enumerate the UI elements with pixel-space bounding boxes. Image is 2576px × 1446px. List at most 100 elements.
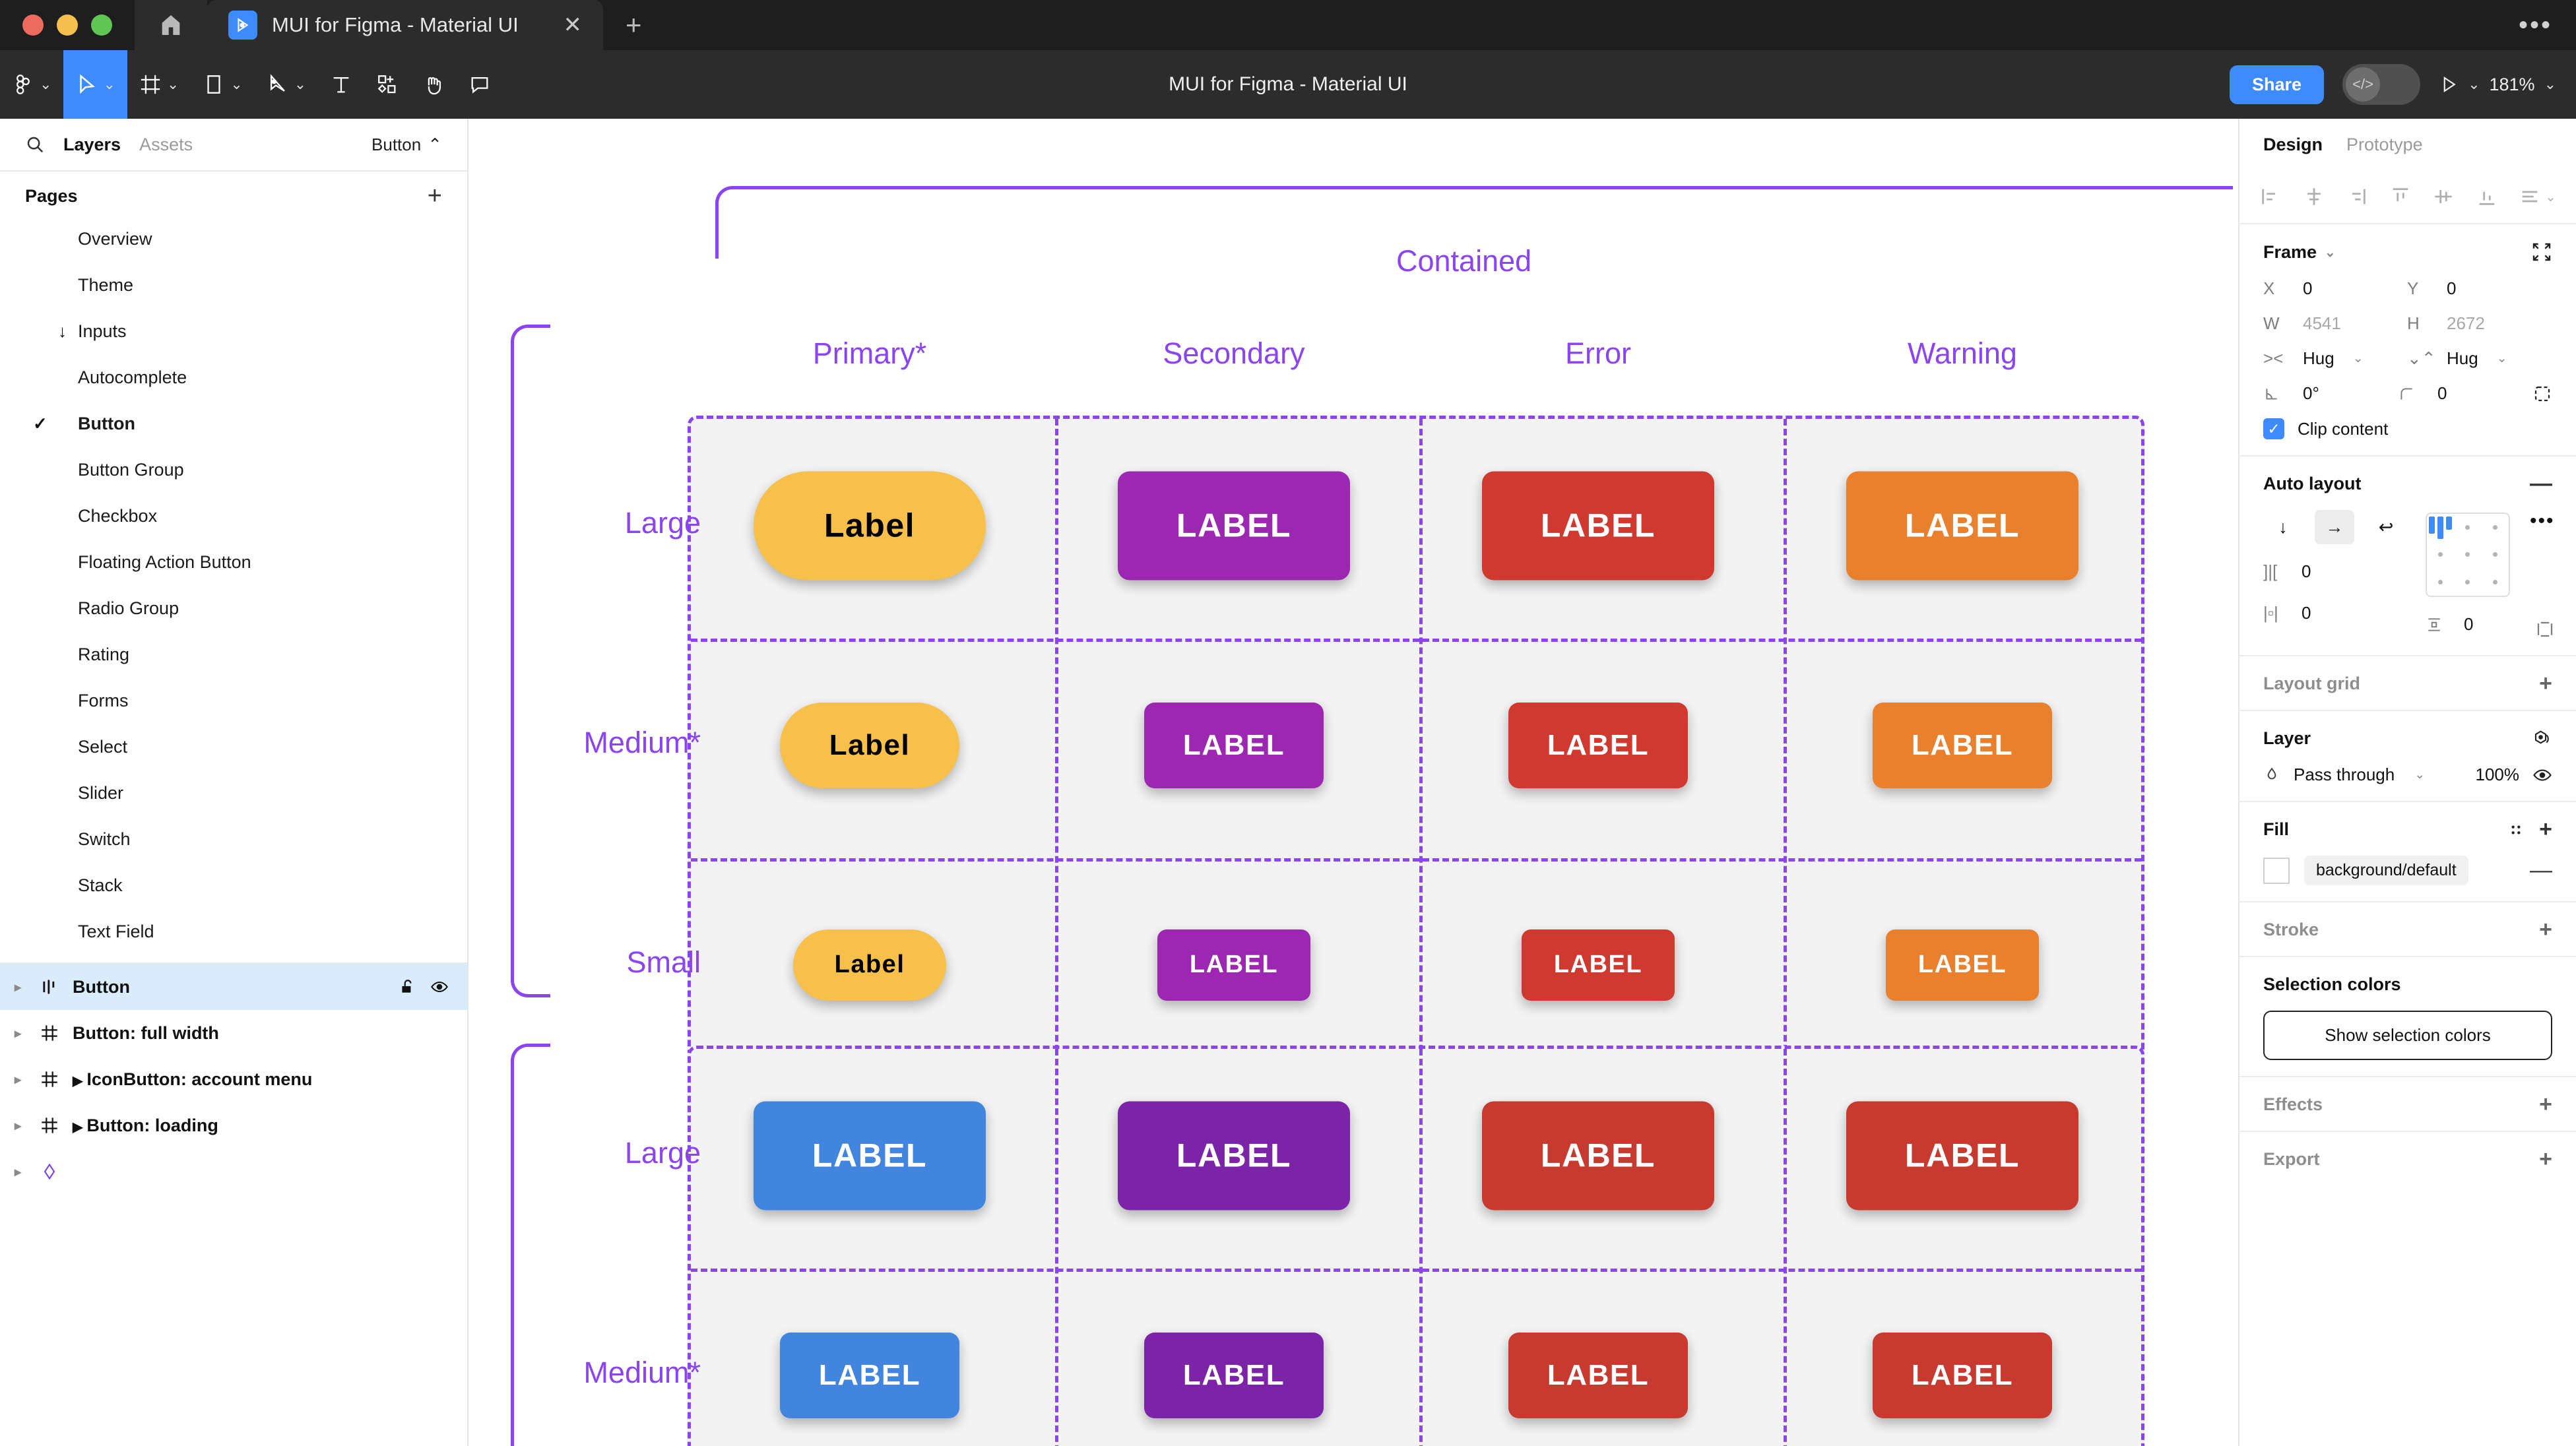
- browser-tab[interactable]: MUI for Figma - Material UI ✕: [207, 0, 603, 50]
- layer-row[interactable]: ▸Button: [0, 964, 467, 1010]
- page-item-forms[interactable]: Forms: [0, 677, 467, 724]
- auto-layout-wrap-icon[interactable]: ↩: [2378, 517, 2394, 537]
- dev-mode-toggle[interactable]: </>: [2342, 64, 2421, 105]
- minimize-window-button[interactable]: [57, 15, 78, 36]
- clip-content-checkbox[interactable]: ✓: [2263, 418, 2284, 439]
- blend-mode-value[interactable]: Pass through: [2294, 765, 2395, 784]
- clip-content-row[interactable]: ✓ Clip content: [2263, 418, 2552, 439]
- component-page-dropdown[interactable]: Button ⌃: [371, 135, 442, 155]
- close-tab-icon[interactable]: ✕: [563, 13, 583, 38]
- layer-disclosure-icon[interactable]: ▸: [14, 980, 22, 995]
- comment-tool-icon[interactable]: [457, 50, 503, 119]
- page-item-inputs[interactable]: ↓Inputs: [0, 308, 467, 354]
- tab-design[interactable]: Design: [2263, 134, 2323, 154]
- present-play-icon[interactable]: [2439, 75, 2459, 94]
- auto-layout-alignment-grid[interactable]: [2426, 513, 2510, 597]
- preview-button[interactable]: Label: [793, 929, 946, 1001]
- pen-tool-icon[interactable]: ⌄: [255, 50, 318, 119]
- unlock-icon[interactable]: [399, 978, 416, 995]
- layer-disclosure-icon[interactable]: ▸: [14, 1072, 22, 1087]
- page-item-theme[interactable]: Theme: [0, 262, 467, 308]
- constraints-icon[interactable]: [2532, 384, 2552, 404]
- page-item-stack[interactable]: Stack: [0, 862, 467, 908]
- preview-button[interactable]: LABEL: [1482, 471, 1714, 580]
- preview-button[interactable]: LABEL: [1873, 702, 2052, 788]
- show-selection-colors-button[interactable]: Show selection colors: [2263, 1011, 2552, 1060]
- frame-x-field[interactable]: X 0: [2263, 278, 2407, 299]
- add-export-button[interactable]: +: [2539, 1147, 2552, 1172]
- add-effect-button[interactable]: +: [2539, 1092, 2552, 1117]
- preview-button[interactable]: LABEL: [1144, 1332, 1324, 1418]
- page-item-checkbox[interactable]: Checkbox: [0, 493, 467, 539]
- preview-button[interactable]: LABEL: [1522, 929, 1675, 1001]
- layer-row[interactable]: ▸: [0, 1148, 467, 1195]
- preview-button[interactable]: LABEL: [754, 1101, 986, 1210]
- frame-hug-width-select[interactable]: >< Hug ⌄: [2263, 348, 2407, 369]
- individual-padding-icon[interactable]: [2535, 619, 2555, 639]
- align-dot[interactable]: [2438, 552, 2443, 557]
- layer-styles-icon[interactable]: [2532, 729, 2552, 749]
- auto-layout-horizontal-icon[interactable]: →: [2315, 510, 2354, 544]
- preview-button[interactable]: Label: [780, 702, 959, 788]
- resources-icon[interactable]: [364, 50, 410, 119]
- layer-disclosure-icon[interactable]: ▸: [14, 1118, 22, 1133]
- search-icon[interactable]: [25, 135, 45, 154]
- text-tool-icon[interactable]: [318, 50, 364, 119]
- figma-menu-icon[interactable]: ⌄: [0, 50, 63, 119]
- zoom-caret-icon[interactable]: ⌄: [2544, 76, 2556, 92]
- preview-button[interactable]: LABEL: [1508, 702, 1688, 788]
- preview-button[interactable]: LABEL: [1508, 1332, 1688, 1418]
- present-caret-icon[interactable]: ⌄: [2468, 76, 2480, 92]
- layer-opacity-value[interactable]: 100%: [2475, 765, 2520, 784]
- layer-expand-triangle-icon[interactable]: ▶: [73, 1119, 83, 1135]
- auto-layout-padding-v-field[interactable]: 0: [2426, 614, 2510, 635]
- page-item-switch[interactable]: Switch: [0, 816, 467, 862]
- page-item-radio-group[interactable]: Radio Group: [0, 585, 467, 631]
- tab-assets[interactable]: Assets: [139, 134, 193, 154]
- align-dot[interactable]: [2465, 552, 2470, 557]
- frame-tool-icon[interactable]: ⌄: [127, 50, 191, 119]
- home-icon[interactable]: [135, 0, 207, 50]
- align-dot[interactable]: [2465, 525, 2470, 530]
- layer-row[interactable]: ▸Button: full width: [0, 1010, 467, 1056]
- independent-corners-icon[interactable]: [2531, 241, 2552, 263]
- auto-layout-padding-h-field[interactable]: |▫| 0: [2263, 603, 2406, 623]
- preview-button[interactable]: LABEL: [1846, 471, 2078, 580]
- preview-button[interactable]: LABEL: [780, 1332, 959, 1418]
- align-dot[interactable]: [2465, 579, 2470, 584]
- frame-height-field[interactable]: H 2672: [2407, 313, 2551, 334]
- shape-tool-icon[interactable]: ⌄: [191, 50, 254, 119]
- remove-fill-button[interactable]: —: [2530, 858, 2552, 883]
- page-item-overview[interactable]: Overview: [0, 216, 467, 262]
- preview-button[interactable]: LABEL: [1873, 1332, 2052, 1418]
- preview-button[interactable]: LABEL: [1118, 1101, 1350, 1210]
- page-collapse-arrow-icon[interactable]: ↓: [58, 321, 67, 341]
- preview-button[interactable]: LABEL: [1157, 929, 1310, 1001]
- preview-button[interactable]: Label: [754, 471, 986, 580]
- page-item-floating-action-button[interactable]: Floating Action Button: [0, 539, 467, 585]
- preview-button[interactable]: LABEL: [1482, 1101, 1714, 1210]
- page-item-text-field[interactable]: Text Field: [0, 908, 467, 955]
- close-window-button[interactable]: [22, 15, 44, 36]
- auto-layout-gap-field[interactable]: ]|[ 0: [2263, 561, 2406, 582]
- fill-styles-icon[interactable]: [2507, 821, 2525, 838]
- layer-disclosure-icon[interactable]: ▸: [14, 1164, 22, 1179]
- layer-expand-triangle-icon[interactable]: ▶: [73, 1073, 83, 1088]
- page-item-button-group[interactable]: Button Group: [0, 447, 467, 493]
- blend-mode-caret-icon[interactable]: ⌄: [2414, 768, 2426, 782]
- preview-button[interactable]: LABEL: [1886, 929, 2039, 1001]
- remove-auto-layout-button[interactable]: —: [2530, 471, 2552, 497]
- align-dot[interactable]: [2492, 525, 2497, 530]
- add-layout-grid-button[interactable]: +: [2539, 671, 2552, 697]
- frame-caret-icon[interactable]: ⌄: [2325, 245, 2336, 260]
- maximize-window-button[interactable]: [91, 15, 112, 36]
- new-tab-button[interactable]: +: [626, 9, 642, 40]
- share-button[interactable]: Share: [2230, 65, 2325, 104]
- layer-disclosure-icon[interactable]: ▸: [14, 1026, 22, 1041]
- align-right-icon[interactable]: [2346, 185, 2368, 208]
- tab-layers[interactable]: Layers: [63, 134, 121, 154]
- align-dot[interactable]: [2492, 579, 2497, 584]
- auto-layout-more-options-button[interactable]: •••: [2530, 510, 2555, 532]
- preview-button[interactable]: LABEL: [1118, 471, 1350, 580]
